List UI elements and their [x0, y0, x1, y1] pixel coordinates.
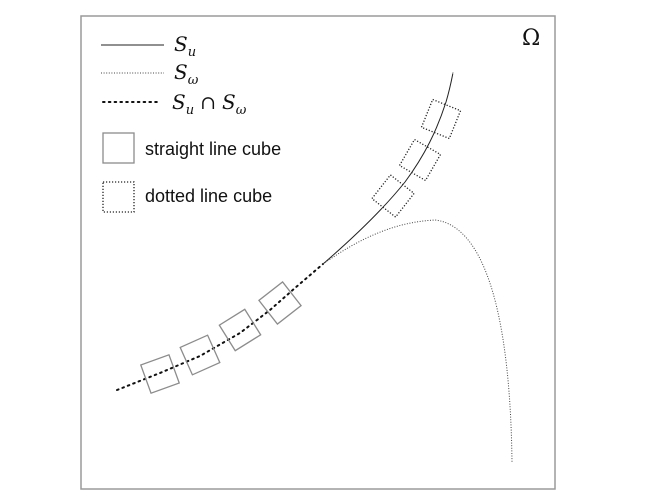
domain-frame — [80, 15, 556, 490]
legend-dotted-cube-label: dotted line cube — [145, 186, 272, 206]
straight-line-cube — [258, 281, 302, 325]
legend-intersection-label: Su∩Sω — [172, 90, 247, 118]
dotted-line-cube — [371, 174, 415, 218]
intersection-curve — [116, 263, 324, 391]
straight-line-cube — [218, 308, 262, 352]
sw-curve — [322, 219, 513, 463]
straight-line-cube — [139, 353, 181, 395]
dotted-line-cube — [420, 98, 462, 140]
legend-dotted-cube-swatch — [102, 181, 135, 213]
dotted-cubes — [371, 98, 462, 218]
domain-label: Ω — [522, 26, 540, 51]
legend-su-label: Su — [174, 32, 196, 60]
straight-cubes — [139, 281, 302, 395]
su-curve — [322, 72, 454, 265]
straight-line-cube — [179, 334, 221, 376]
legend-sw-label: Sω — [174, 60, 199, 88]
legend: Su Sω Su∩Sω straight line cube dotted li… — [101, 32, 281, 213]
legend-straight-cube-swatch — [102, 132, 135, 164]
legend-straight-cube-label: straight line cube — [145, 139, 281, 159]
